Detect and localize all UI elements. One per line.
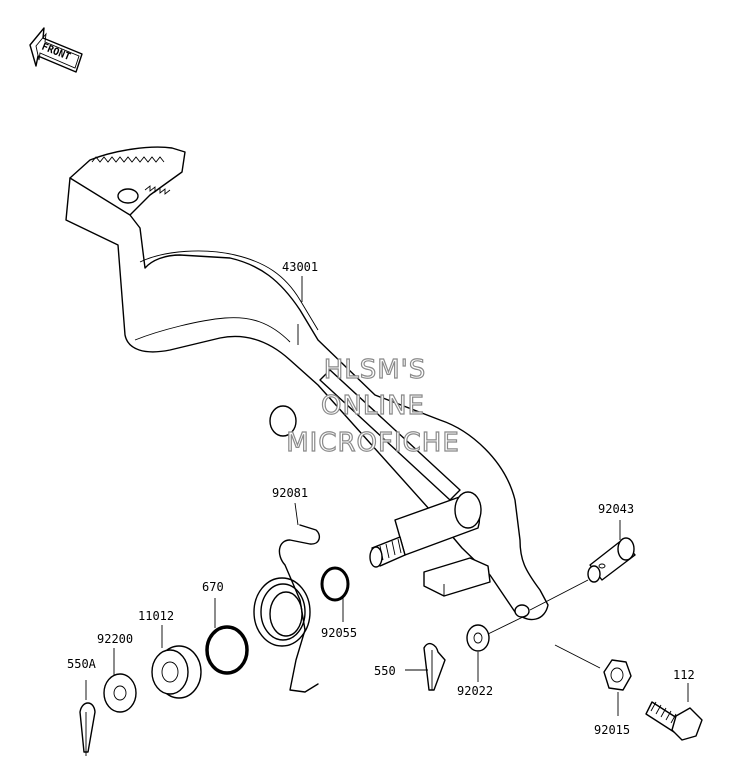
part-label-92200: 92200 <box>97 632 133 646</box>
part-label-112: 112 <box>673 668 695 682</box>
leader-lines <box>85 276 689 716</box>
part-label-11012: 11012 <box>138 609 174 623</box>
clevis-pin-92043 <box>587 537 636 583</box>
watermark-line-3: MICROFICHE <box>286 428 460 458</box>
part-label-550a: 550A <box>67 657 97 671</box>
watermark: HLSM'S ONLINE MICROFICHE <box>286 354 460 458</box>
cotter-pin-550a <box>79 702 96 756</box>
return-spring-drawing <box>253 524 321 693</box>
o-ring-92055 <box>320 566 350 602</box>
part-label-43001: 43001 <box>282 260 318 274</box>
part-label-92081: 92081 <box>272 486 308 500</box>
brake-pedal-drawing <box>65 146 549 621</box>
front-arrow-icon: FRONT <box>29 27 83 73</box>
cotter-pin-550 <box>423 642 446 691</box>
bolt-112 <box>645 701 703 741</box>
part-label-92043: 92043 <box>598 502 634 516</box>
watermark-line-2: ONLINE <box>321 391 425 421</box>
collar-11012 <box>151 645 202 699</box>
part-label-670: 670 <box>202 580 224 594</box>
washer-92200 <box>103 673 137 713</box>
nut-92015 <box>603 659 632 691</box>
washer-92022 <box>466 624 490 652</box>
part-label-92015: 92015 <box>594 723 630 737</box>
watermark-line-1: HLSM'S <box>324 355 427 385</box>
part-labels: 43001 92081 92043 670 11012 92200 550A 9… <box>67 260 695 737</box>
o-ring-670 <box>205 625 249 675</box>
part-label-550: 550 <box>374 664 396 678</box>
part-label-92022: 92022 <box>457 684 493 698</box>
part-label-92055: 92055 <box>321 626 357 640</box>
